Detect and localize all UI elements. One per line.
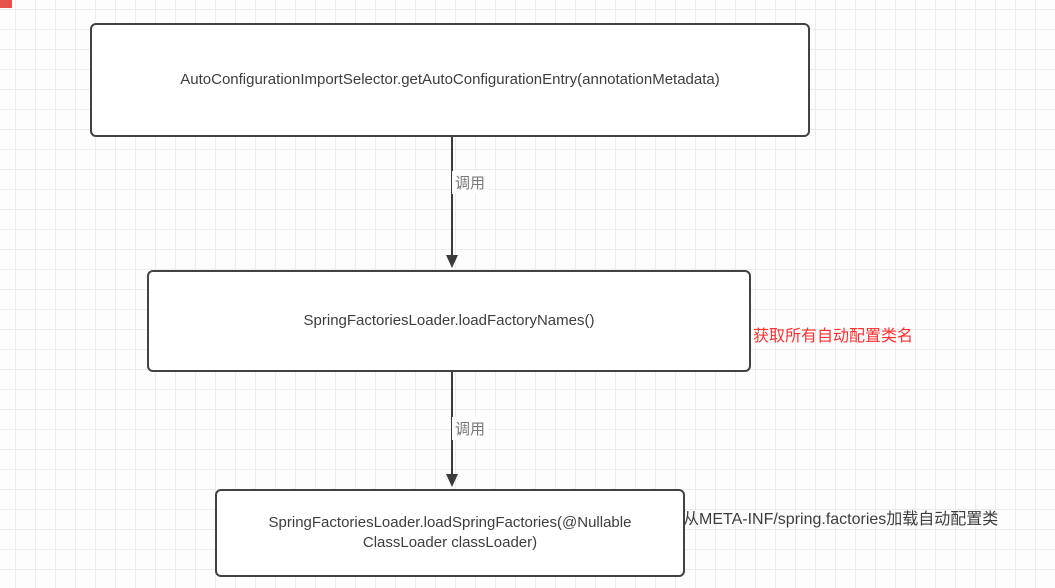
annotation-load-from-spring-factories: 从META-INF/spring.factories加载自动配置类: [683, 511, 999, 528]
arrow-down-icon: [446, 255, 458, 268]
edge-label-call-1: 调用: [452, 171, 489, 194]
edge-label-call-2: 调用: [452, 417, 489, 440]
red-corner-marker: [0, 0, 12, 8]
arrow-down-icon: [446, 474, 458, 487]
flow-node-loadSpringFactories: SpringFactoriesLoader.loadSpringFactorie…: [215, 489, 685, 577]
flow-node-getAutoConfigurationEntry: AutoConfigurationImportSelector.getAutoC…: [90, 23, 810, 137]
flow-node-label: SpringFactoriesLoader.loadFactoryNames(): [303, 311, 595, 329]
flow-node-loadFactoryNames: SpringFactoriesLoader.loadFactoryNames(): [147, 270, 751, 372]
flow-node-label: AutoConfigurationImportSelector.getAutoC…: [180, 70, 720, 88]
flow-node-label: SpringFactoriesLoader.loadSpringFactorie…: [268, 513, 632, 551]
annotation-get-all-autoconfig-names: 获取所有自动配置类名: [753, 328, 914, 345]
connector-line-1: [451, 137, 453, 256]
